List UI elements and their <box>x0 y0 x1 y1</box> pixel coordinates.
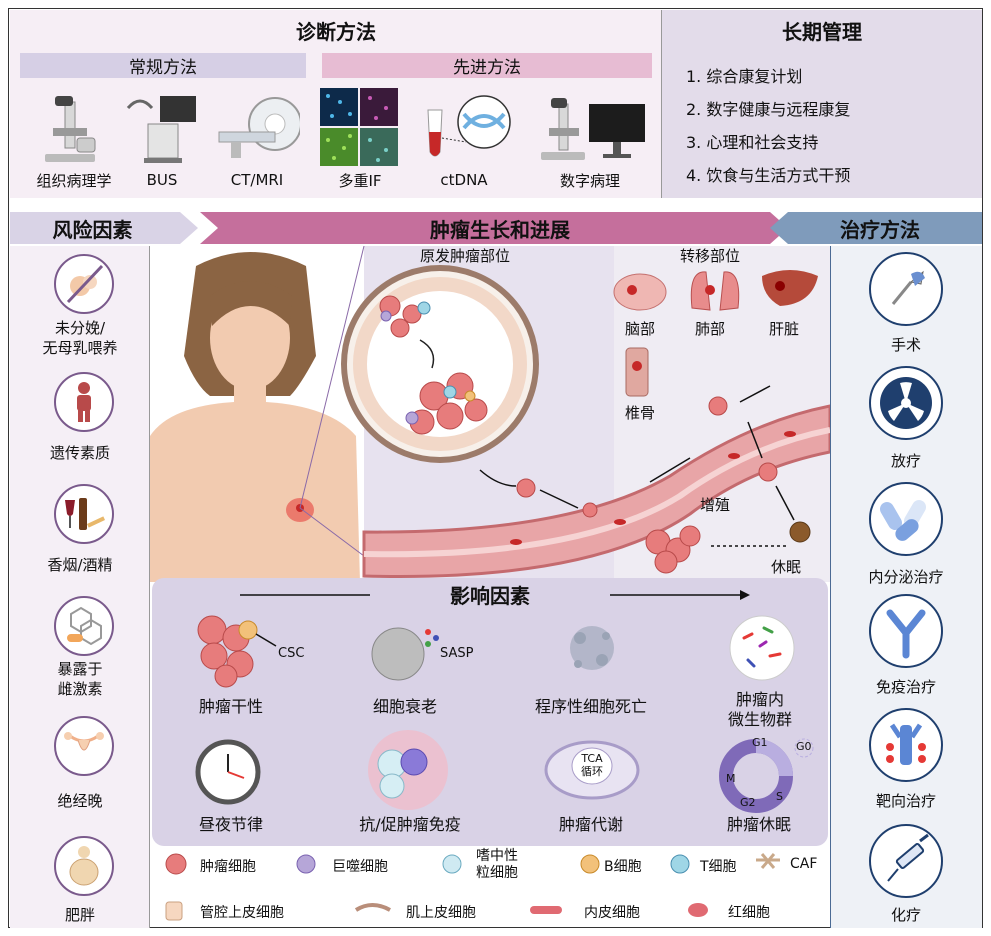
risk-label-0b: 无母乳喂养 <box>42 338 118 357</box>
diagnosis-item-ctdna: ctDNA <box>440 171 488 189</box>
pill-capsule-icon <box>869 482 943 556</box>
obesity-icon <box>54 836 114 896</box>
ctdna-tube-icon <box>427 95 511 157</box>
factor-microbiota: 肿瘤内 微生物群 <box>727 690 792 729</box>
tobacco-alcohol-icon <box>54 484 114 544</box>
metastasis-site-lung: 肺部 <box>694 319 725 338</box>
diagnosis-item-multiplex-if: 多重IF <box>338 171 382 190</box>
m-label: M <box>726 772 736 785</box>
diagnosis-item-ctmri: CT/MRI <box>230 171 284 189</box>
treatment-label-2: 内分泌治疗 <box>868 567 944 586</box>
syringe-icon <box>869 824 943 898</box>
long-term-item-3: 3. 心理和社会支持 <box>686 133 819 152</box>
factor-metabolism: 肿瘤代谢 <box>558 815 623 834</box>
diagnosis-item-histopathology: 组织病理学 <box>36 171 112 190</box>
factor-icons <box>195 615 814 813</box>
primary-site-label: 原发肿瘤部位 <box>419 246 510 265</box>
s-label: S <box>776 790 783 803</box>
risk-label-3b: 雌激素 <box>57 679 103 698</box>
legend-icons <box>165 853 780 921</box>
digital-pathology-icon <box>541 98 645 160</box>
factors-title: 影响因素 <box>450 583 530 608</box>
figure-frame <box>8 8 983 928</box>
tca-label: TCA 循环 <box>572 752 612 778</box>
dormancy-label: 休眠 <box>770 557 801 576</box>
antibody-icon <box>869 594 943 668</box>
treatment-label-0: 手术 <box>890 335 921 354</box>
estrogen-icon <box>54 596 114 656</box>
treatment-column <box>830 246 982 928</box>
proliferation-label: 增殖 <box>699 495 730 514</box>
treatment-label-1: 放疗 <box>890 451 921 470</box>
genetics-person-icon <box>54 372 114 432</box>
metastasis-site-liver: 肝脏 <box>768 319 799 338</box>
legend-endothelial: 内皮细胞 <box>584 905 640 921</box>
targeted-receptor-icon <box>869 708 943 782</box>
treatment-title: 治疗方法 <box>840 217 920 242</box>
risk-label-1: 遗传素质 <box>49 443 110 462</box>
legend-myoepithelial: 肌上皮细胞 <box>406 905 476 921</box>
factor-circadian: 昼夜节律 <box>198 815 263 834</box>
uterus-icon <box>54 716 114 776</box>
treatment-label-3: 免疫治疗 <box>875 677 936 696</box>
factor-senescence: 细胞衰老 <box>372 697 437 716</box>
diagnosis-item-digital-pathology: 数字病理 <box>559 171 620 190</box>
growth-title: 肿瘤生长和进展 <box>430 217 570 242</box>
risk-label-3a: 暴露于 <box>57 659 103 678</box>
factor-stemness: 肿瘤干性 <box>198 697 263 716</box>
factor-dormancy: 肿瘤休眠 <box>726 815 791 834</box>
long-term-item-1: 1. 综合康复计划 <box>686 67 803 86</box>
legend-b-cell: B细胞 <box>604 859 642 875</box>
legend-macrophage: 巨噬细胞 <box>332 859 388 875</box>
advanced-header: 先进方法 <box>322 53 652 78</box>
risk-title: 风险因素 <box>52 217 133 242</box>
legend-red-blood-cell: 红细胞 <box>728 905 770 921</box>
long-term-title: 长期管理 <box>782 19 862 44</box>
legend-caf: CAF <box>790 856 818 872</box>
factors-panel <box>152 578 828 846</box>
diagnosis-item-bus: BUS <box>146 171 178 189</box>
risk-label-4: 绝经晚 <box>57 791 103 810</box>
treatment-label-5: 化疗 <box>890 905 921 924</box>
growth-scene <box>150 246 830 582</box>
g2-label: G2 <box>740 796 756 809</box>
metastasis-site-vertebra: 椎骨 <box>624 403 655 422</box>
treatment-label-4: 靶向治疗 <box>875 791 936 810</box>
no-breastfeeding-icon <box>54 254 114 314</box>
multiplex-if-icon <box>320 88 398 166</box>
sasp-label: SASP <box>440 646 474 661</box>
diagnosis-title: 诊断方法 <box>296 19 376 44</box>
legend-luminal-epithelial: 管腔上皮细胞 <box>200 905 284 921</box>
metastasis-title: 转移部位 <box>679 246 740 265</box>
factor-cell-death: 程序性细胞死亡 <box>534 697 647 716</box>
g1-label: G1 <box>752 736 768 749</box>
factors-arrows <box>240 590 750 600</box>
conventional-header: 常规方法 <box>20 53 306 78</box>
legend-neutrophil: 嗜中性 粒细胞 <box>476 848 518 881</box>
ct-scanner-icon <box>218 97 300 158</box>
risk-column <box>10 246 150 928</box>
risk-label-5: 肥胖 <box>64 905 95 924</box>
scalpel-icon <box>869 252 943 326</box>
tca-text: TCA 循环 <box>581 752 603 778</box>
risk-label-2: 香烟/酒精 <box>47 555 113 574</box>
long-term-item-2: 2. 数字健康与远程康复 <box>686 100 851 119</box>
legend-t-cell: T细胞 <box>700 859 737 875</box>
ultrasound-machine-icon <box>126 96 196 163</box>
factor-immunity: 抗/促肿瘤免疫 <box>359 815 461 834</box>
section-arrows <box>10 212 982 244</box>
radiation-icon <box>869 366 943 440</box>
cell-death-icon <box>570 626 614 670</box>
csc-label: CSC <box>278 646 305 661</box>
microscope-icon <box>45 96 96 162</box>
long-term-item-4: 4. 饮食与生活方式干预 <box>686 166 851 185</box>
g0-label: G0 <box>796 740 812 753</box>
patient-illustration <box>150 252 360 582</box>
long-term-panel <box>662 10 982 198</box>
risk-label-0a: 未分娩/ <box>54 318 106 337</box>
legend-tumor-cell: 肿瘤细胞 <box>200 859 256 875</box>
metastasis-site-brain: 脑部 <box>624 319 655 338</box>
